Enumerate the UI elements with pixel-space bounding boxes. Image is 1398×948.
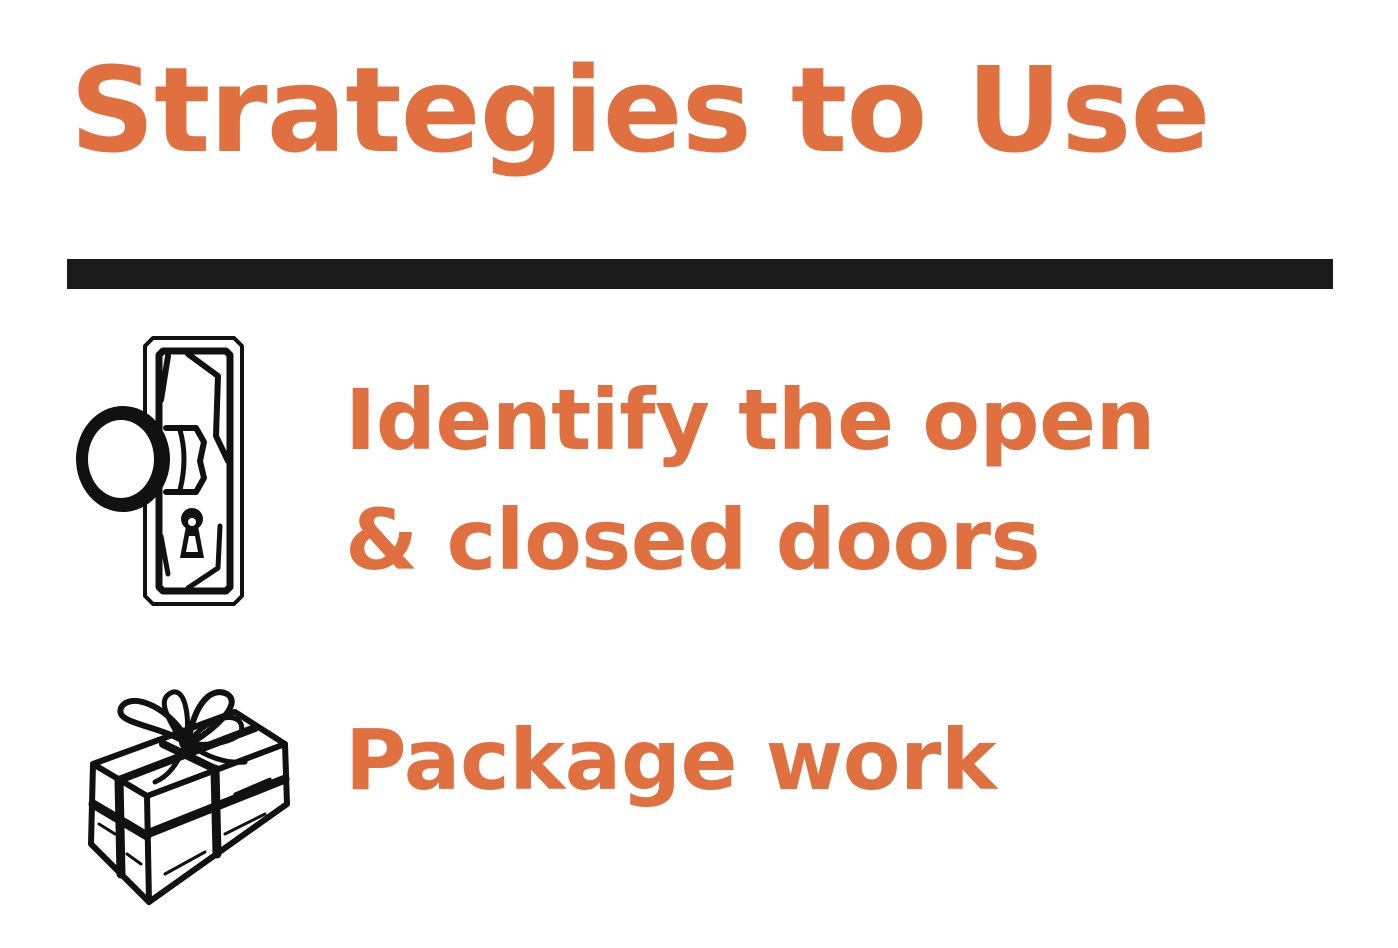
door-knob-icon — [76, 336, 244, 606]
strategy-item-1-line-2: & closed doors — [345, 491, 1041, 589]
strategy-item-2: Package work — [345, 700, 997, 820]
strategy-item-1: Identify the open & closed doors — [345, 360, 1155, 600]
strategy-item-2-line-1: Package work — [345, 711, 997, 809]
gift-box-icon — [88, 689, 290, 905]
title-divider — [67, 259, 1333, 289]
page-title: Strategies to Use — [70, 41, 1211, 179]
strategy-item-1-line-1: Identify the open — [345, 371, 1155, 469]
